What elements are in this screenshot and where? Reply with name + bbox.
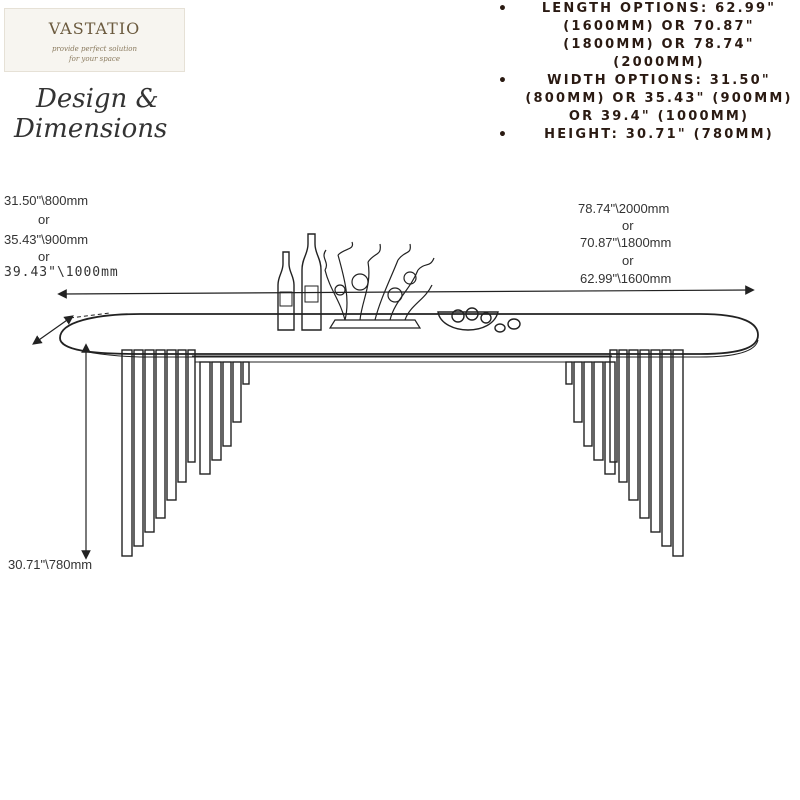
heading-dimensions: Dimensions	[14, 114, 168, 144]
table-top	[59, 313, 759, 355]
spec-length: •LENGTH OPTIONS: 62.99" (1600MM) OR 70.8…	[498, 1, 777, 70]
brand-tagline: provide perfect solution	[51, 45, 138, 53]
spec-list: •LENGTH OPTIONS: 62.99" (1600MM) OR 70.8…	[498, 0, 798, 144]
width-label-1000: 39.43"\1000mm	[4, 265, 119, 280]
wine-bottle	[301, 233, 322, 331]
width-label-900: 35.43"\900mm	[4, 232, 89, 247]
length-label-or: or	[622, 218, 634, 233]
fruit-bowl	[437, 307, 521, 333]
left-leg-front	[121, 349, 196, 557]
length-label-2000: 78.74"\2000mm	[578, 201, 670, 216]
length-dimension-arrow	[57, 285, 755, 299]
brand-name: VASTATIO	[48, 19, 141, 38]
spec-height: •HEIGHT: 30.71" (780MM)	[498, 127, 774, 143]
bullet-icon: •	[498, 1, 510, 17]
bullet-icon: •	[498, 73, 510, 89]
wine-bottle	[277, 251, 295, 331]
width-label-or: or	[38, 212, 50, 227]
right-leg-back	[565, 361, 616, 475]
heading-design: Design &	[36, 84, 159, 114]
width-label-800: 31.50"\800mm	[4, 193, 89, 208]
spec-width: •WIDTH OPTIONS: 31.50" (800MM) OR 35.43"…	[498, 73, 793, 124]
length-label-1800: 70.87"\1800mm	[580, 235, 672, 250]
brand-tagline: for your space	[69, 55, 120, 63]
left-leg-back	[199, 361, 250, 475]
length-label-or: or	[622, 253, 634, 268]
length-label-1600: 62.99"\1600mm	[580, 271, 672, 286]
height-label: 30.71"\780mm	[8, 557, 93, 572]
width-dimension-arrow	[32, 315, 74, 345]
coral-sculpture	[323, 241, 435, 329]
brand-logo: VASTATIO provide perfect solution for yo…	[4, 8, 185, 72]
right-leg-front	[609, 349, 684, 557]
width-label-or: or	[38, 249, 50, 264]
bullet-icon: •	[498, 127, 510, 143]
